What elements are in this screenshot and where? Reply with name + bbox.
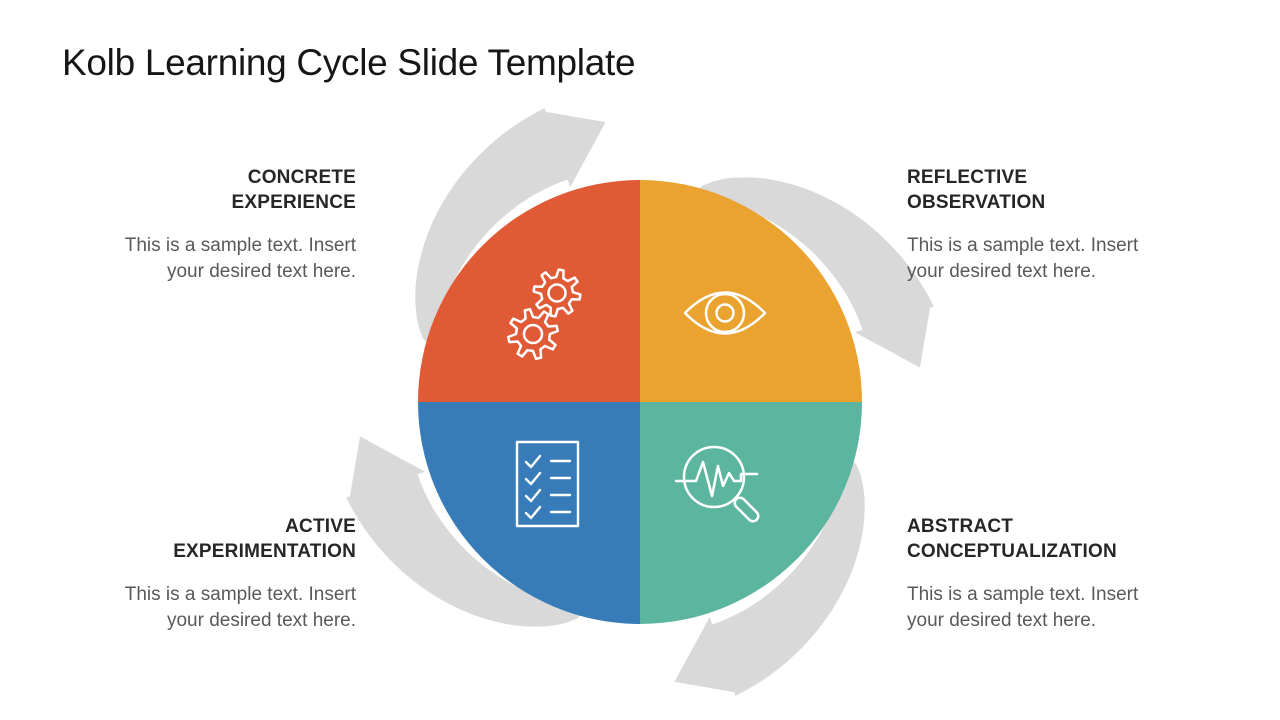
slide-title: Kolb Learning Cycle Slide Template [62,42,636,83]
stage-title-line: EXPERIENCE [231,192,356,213]
cycle-arrow-icon [691,177,934,368]
stage-body-line: This is a sample text. Insert [907,235,1139,256]
quadrant-active-experimentation [418,402,640,624]
cycle-quadrants [418,180,862,624]
stage-concrete-experience: CONCRETE EXPERIENCE This is a sample tex… [56,165,356,285]
stage-title-line: OBSERVATION [907,192,1046,213]
stage-title-line: CONCEPTUALIZATION [907,541,1117,562]
stage-reflective-observation: REFLECTIVE OBSERVATION This is a sample … [907,165,1207,285]
cycle-arrow-icon [415,108,606,351]
stage-body-line: your desired text here. [166,261,356,282]
gear-outline [506,307,560,361]
stage-description: This is a sample text. Insert your desir… [56,582,356,634]
stage-title: CONCRETE EXPERIENCE [56,165,356,215]
stage-title: ACTIVE EXPERIMENTATION [56,514,356,564]
cycle-arrows-icon [346,108,934,696]
checklist-icon [515,440,580,528]
stage-body-line: This is a sample text. Insert [124,584,356,605]
stage-title-line: EXPERIMENTATION [173,541,356,562]
stage-description: This is a sample text. Insert your desir… [56,233,356,285]
eye-icon [683,291,767,335]
stage-description: This is a sample text. Insert your desir… [907,582,1207,634]
stage-title: REFLECTIVE OBSERVATION [907,165,1207,215]
gear-outline [532,268,582,318]
stage-description: This is a sample text. Insert your desir… [907,233,1207,285]
magnifier-pulse-icon [674,445,760,523]
stage-title-line: CONCRETE [247,167,356,188]
stage-title: ABSTRACT CONCEPTUALIZATION [907,514,1207,564]
quadrant-reflective-observation [640,180,862,402]
stage-body-line: This is a sample text. Insert [124,235,356,256]
gears-icon [506,268,582,361]
stage-title-line: REFLECTIVE [907,167,1028,188]
stage-body-line: your desired text here. [907,610,1097,631]
quadrant-concrete-experience [418,180,640,402]
cycle-arrow-icon [674,453,865,696]
stage-active-experimentation: ACTIVE EXPERIMENTATION This is a sample … [56,514,356,634]
stage-title-line: ACTIVE [285,516,356,537]
quadrant-icons [506,268,767,528]
stage-body-line: your desired text here. [166,610,356,631]
cycle-arrow-icon [346,436,589,627]
stage-abstract-conceptualization: ABSTRACT CONCEPTUALIZATION This is a sam… [907,514,1207,634]
stage-title-line: ABSTRACT [907,516,1014,537]
stage-body-line: your desired text here. [907,261,1097,282]
stage-body-line: This is a sample text. Insert [907,584,1139,605]
